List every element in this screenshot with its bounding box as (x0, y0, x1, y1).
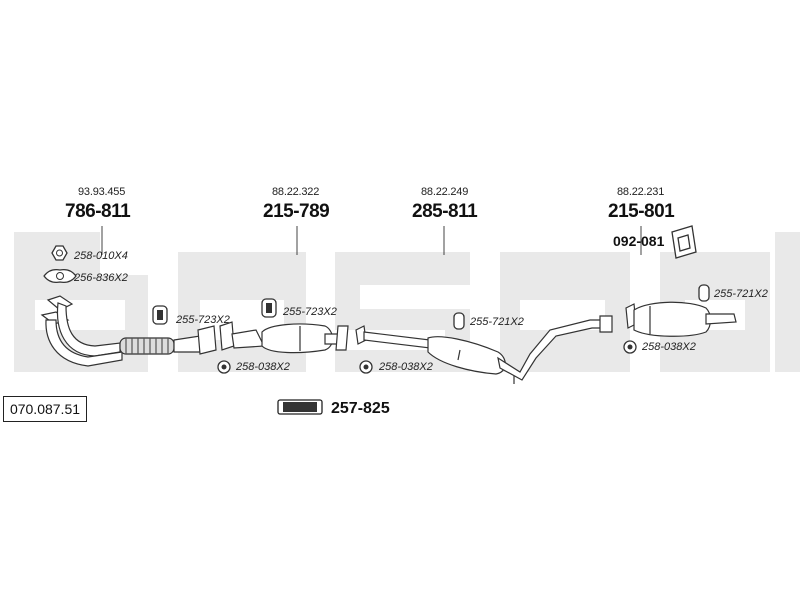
accessory-label: 258-038X2 (379, 361, 433, 373)
ref-number: 93.93.455 (78, 186, 126, 198)
catalytic-converter (219, 321, 349, 354)
rubber-mount-icon (217, 360, 231, 374)
rubber-mount-icon (359, 360, 373, 374)
ref-number: 88.22.322 (272, 186, 320, 198)
accessory-label: 258-038X2 (642, 341, 696, 353)
ref-number: 88.22.249 (421, 186, 469, 198)
clamp-icon (698, 284, 710, 302)
center-silencer (355, 315, 613, 384)
clamp-icon (453, 312, 465, 330)
rear-silencer (625, 301, 737, 337)
accessory-label: 255-723X2 (283, 306, 337, 318)
catalog-number-box: 070.087.51 (3, 396, 87, 422)
nut-icon (51, 245, 68, 261)
accessory-label: 255-721X2 (470, 316, 524, 328)
part-number: 215-789 (263, 201, 330, 222)
rubber-mount-icon (623, 340, 637, 354)
gasket-icon (43, 269, 77, 283)
accessory-label: 258-010X4 (74, 250, 128, 262)
part-number: 285-811 (412, 201, 478, 222)
accessory-label: 258-038X2 (236, 361, 290, 373)
accessory-label: 255-723X2 (176, 314, 230, 326)
clamp-icon (152, 305, 168, 325)
bosal-paste-part-number: 257-825 (331, 400, 390, 417)
bosal-paste-icon (277, 399, 323, 415)
accessory-label: 256-836X2 (74, 272, 128, 284)
ref-number: 88.22.231 (617, 186, 665, 198)
clamp-icon (261, 298, 277, 318)
front-pipe (40, 295, 217, 367)
part-number: 786-811 (65, 201, 131, 222)
bracket-icon (671, 225, 697, 259)
bracket-part-number: 092-081 (613, 233, 665, 249)
accessory-label: 255-721X2 (714, 288, 768, 300)
part-number: 215-801 (608, 201, 675, 222)
